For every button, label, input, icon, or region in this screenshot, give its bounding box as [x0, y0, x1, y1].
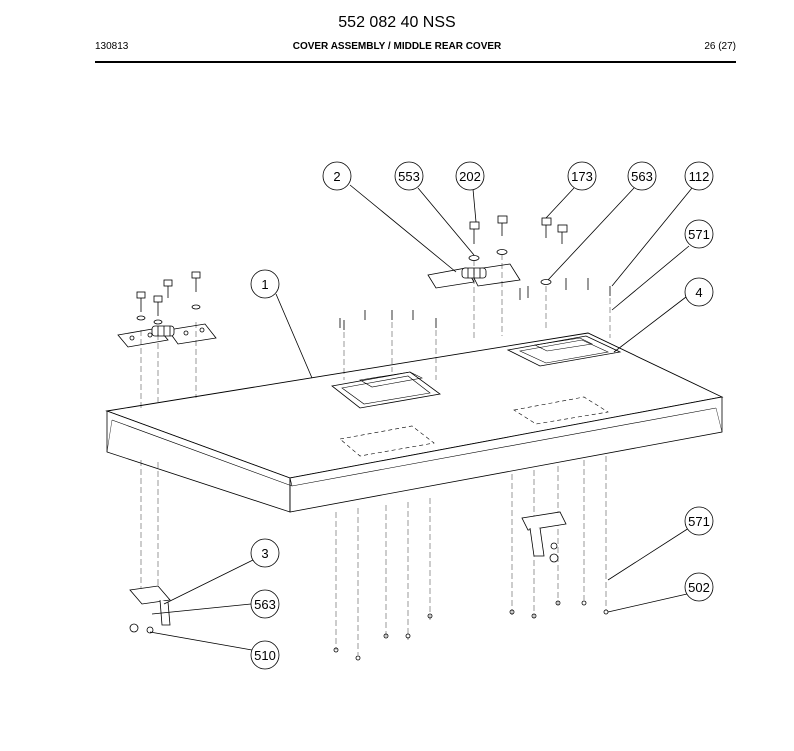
callout-label: 553 [398, 169, 420, 184]
callout-label: 173 [571, 169, 593, 184]
callout-4: 4 [684, 277, 714, 307]
callout-173: 173 [567, 161, 597, 191]
small-screws [339, 278, 611, 330]
callout-label: 112 [689, 169, 710, 184]
bottom-nuts [333, 600, 609, 661]
cover-panel [105, 332, 724, 513]
callout-label: 4 [695, 285, 702, 300]
callout-label: 1 [261, 277, 268, 292]
callout-563-bottom: 563 [250, 589, 280, 619]
callout-112: 112 [684, 161, 714, 191]
callout-label: 563 [254, 597, 276, 612]
callout-202: 202 [455, 161, 485, 191]
callout-510: 510 [250, 640, 280, 670]
header-divider [95, 61, 736, 63]
dashed-cutout-right [513, 396, 609, 425]
bolts-left-hinge [136, 271, 201, 325]
dashed-cutout-left [339, 425, 435, 457]
bracket-left [129, 585, 171, 634]
callout-1: 1 [250, 269, 280, 299]
callout-label: 3 [261, 546, 268, 561]
bolts-173 [540, 217, 568, 285]
hinge-right [427, 263, 521, 289]
callout-label: 202 [459, 169, 481, 184]
handle-recess-right [506, 335, 622, 367]
hinge-left [117, 323, 217, 348]
callout-label: 571 [688, 227, 710, 242]
callout-563-top: 563 [627, 161, 657, 191]
callout-label: 2 [333, 169, 340, 184]
bolts-right-hinge [468, 215, 508, 261]
date-code: 130813 [95, 41, 129, 52]
page-title: COVER ASSEMBLY / MIDDLE REAR COVER [292, 41, 502, 52]
callout-502: 502 [684, 572, 714, 602]
handle-recess-left [331, 371, 441, 409]
callout-label: 510 [254, 648, 276, 663]
assembly-lines [140, 254, 611, 655]
callout-label: 502 [688, 580, 710, 595]
callout-3: 3 [250, 538, 280, 568]
callout-553: 553 [394, 161, 424, 191]
bracket-right [521, 511, 567, 563]
callout-2: 2 [322, 161, 352, 191]
callout-label: 563 [631, 169, 653, 184]
leader-lines [149, 184, 693, 651]
callout-571-top: 571 [684, 219, 714, 249]
callout-571-bottom: 571 [684, 506, 714, 536]
callout-label: 571 [688, 514, 710, 529]
document-number: 552 082 40 NSS [338, 14, 456, 31]
page-number: 26 (27) [704, 41, 736, 52]
